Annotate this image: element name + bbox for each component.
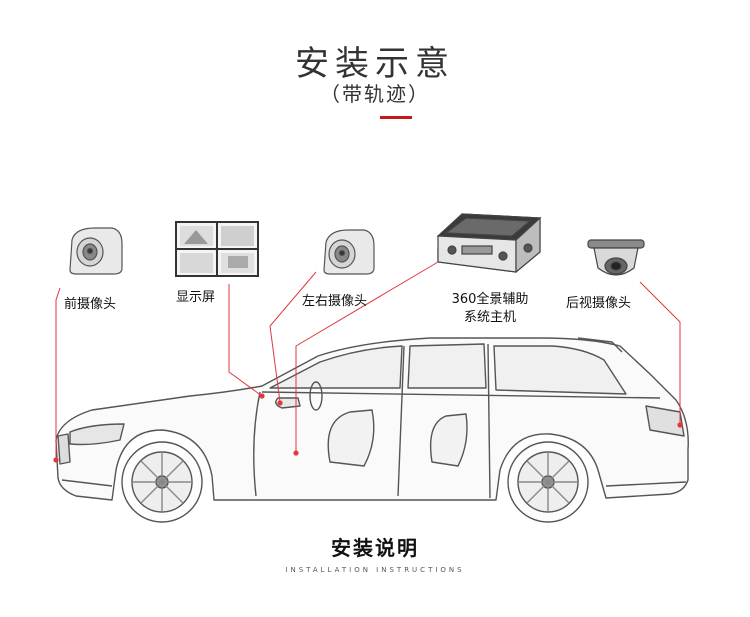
display-screen-icon bbox=[175, 221, 259, 277]
leader-lines bbox=[55, 261, 681, 458]
footer-subtitle: INSTALLATION INSTRUCTIONS bbox=[285, 566, 465, 574]
page-subtitle: （带轨迹） bbox=[320, 82, 430, 106]
label-rear-camera: 后视摄像头 bbox=[566, 296, 632, 311]
label-host-line1: 360全景辅助 bbox=[451, 292, 529, 307]
label-display: 显示屏 bbox=[176, 290, 216, 305]
front-wheel bbox=[121, 441, 203, 523]
label-front-camera: 前摄像头 bbox=[64, 297, 117, 312]
side-camera-icon bbox=[323, 229, 375, 275]
connection-markers bbox=[53, 393, 683, 463]
host-unit-icon bbox=[436, 213, 542, 274]
rear-camera-icon bbox=[587, 239, 645, 276]
footer-title: 安装说明 bbox=[331, 536, 419, 560]
label-host-line2: 系统主机 bbox=[463, 310, 516, 325]
car-illustration bbox=[55, 337, 689, 501]
rear-wheel bbox=[507, 441, 589, 523]
page-title: 安装示意 bbox=[295, 44, 455, 84]
label-side-cameras: 左右摄像头 bbox=[302, 294, 368, 309]
title-accent-bar bbox=[380, 116, 412, 119]
front-camera-icon bbox=[69, 227, 123, 275]
